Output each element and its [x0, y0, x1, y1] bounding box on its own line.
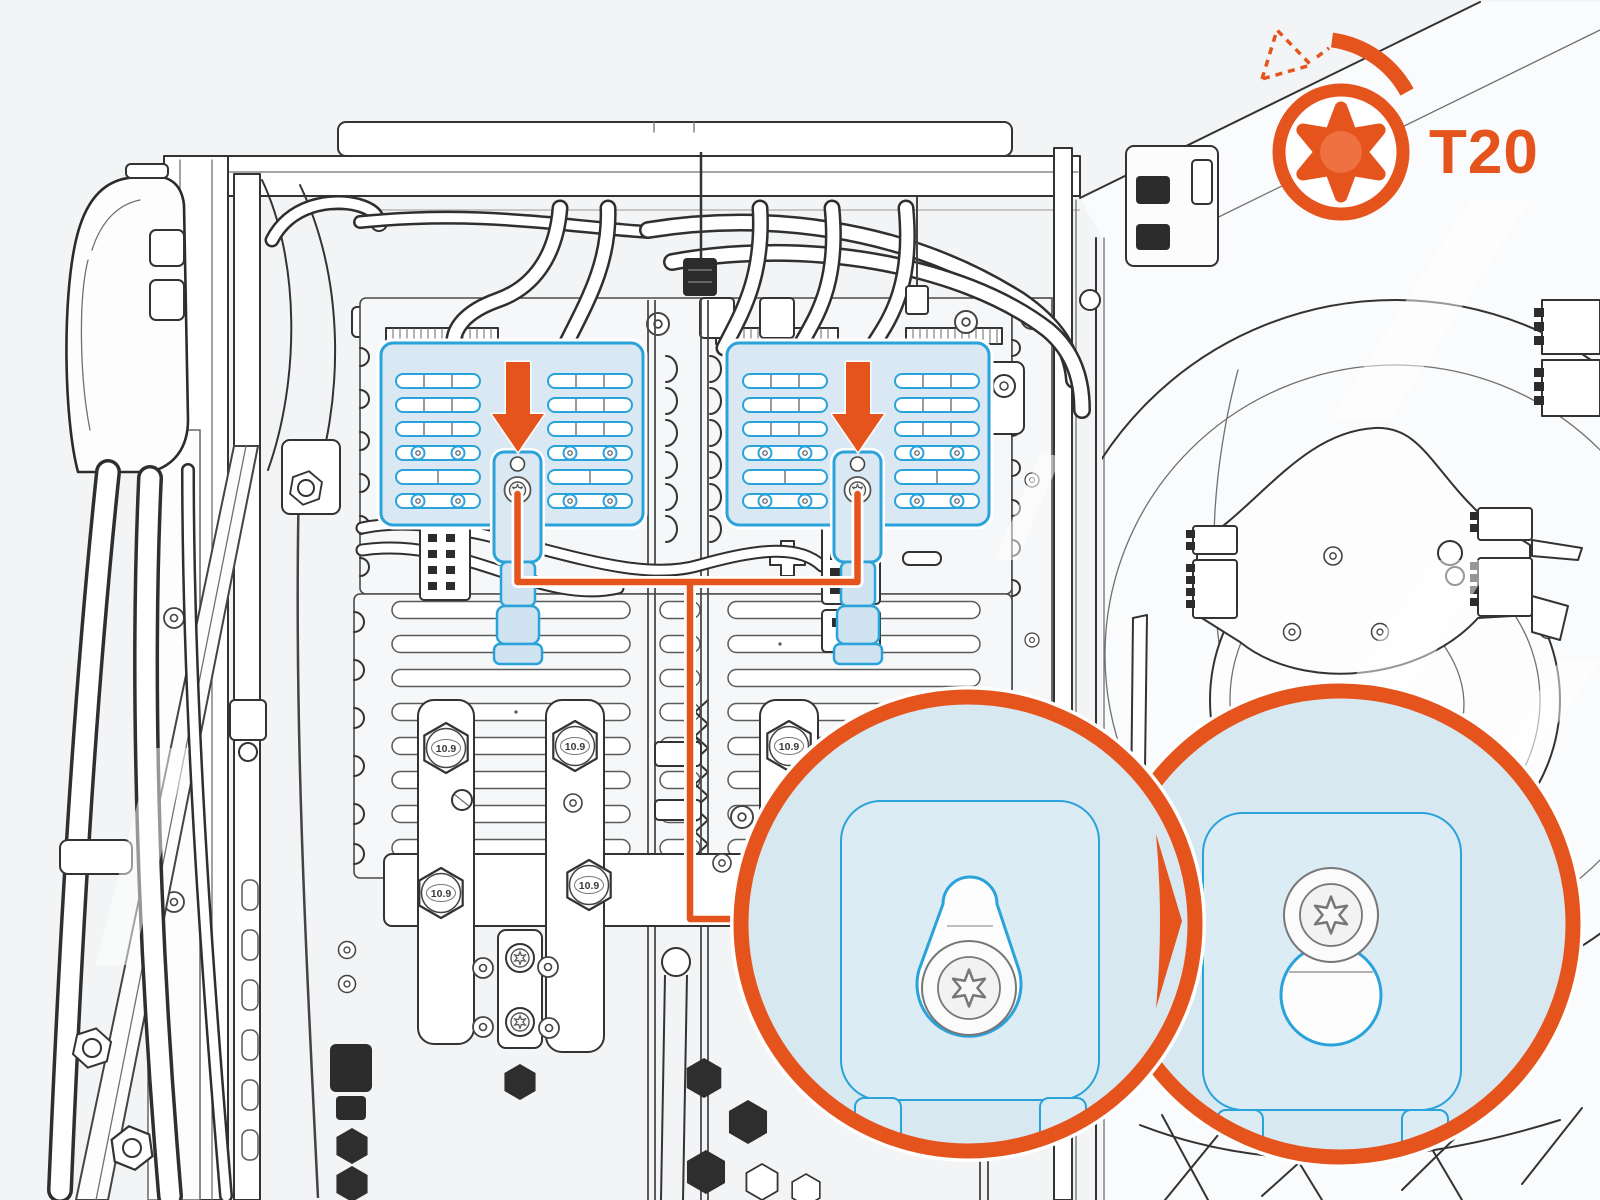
arrow-down-icon: [490, 360, 546, 454]
edge-connector: [1534, 299, 1600, 417]
rotate-counterclockwise-dashed-arrow-icon: [1260, 28, 1331, 81]
cover-vent-slots: [395, 373, 633, 509]
chevron-right-icon: [1156, 834, 1182, 1008]
torx-bracket: [983, 361, 1025, 435]
tool-size-label: T20: [1429, 118, 1539, 187]
torx-screw: [505, 1007, 535, 1037]
callout-before: [730, 686, 1206, 1162]
bolt-grade-label: 10.9: [436, 743, 457, 755]
hex-bolt-10-9: 10.9: [552, 719, 598, 773]
callout-leader-lines: [511, 488, 864, 925]
left-hoses: [47, 439, 341, 1200]
heatsink-fins-left: [359, 347, 370, 577]
reflection-streak: [95, 748, 189, 965]
bolt-grade-label: 10.9: [579, 880, 600, 892]
bottom-hardware: [330, 1044, 821, 1200]
callout-after: [1096, 680, 1584, 1168]
bolt-grade-label: 10.9: [779, 741, 800, 753]
hex-bolt-10-9: 10.9: [566, 858, 612, 912]
torx-screw: [505, 943, 535, 973]
top-beam: [169, 155, 1081, 197]
keyhole-slot-neck: [509, 456, 526, 472]
tank-cap: [125, 163, 169, 179]
fan-connectors: [1186, 507, 1583, 641]
reflection-streak: [995, 455, 1062, 560]
minus-marking: [902, 551, 942, 566]
hex-bolt-10-9: 10.9: [418, 866, 464, 920]
slot-screw-icons: [757, 445, 965, 509]
panel-hinge-bracket: [1079, 145, 1219, 311]
t20-tool-badge: T20: [1260, 28, 1539, 221]
t20-screw-locked: [1284, 868, 1378, 962]
busbar-assembly: 10.9 10.9 10.9 10.9 10.9: [383, 699, 989, 1200]
callout-ring: [733, 689, 1203, 1159]
bolt-grade-label: 10.9: [431, 888, 452, 900]
hanging-connector: [683, 258, 717, 296]
ball-end-rod: [661, 947, 691, 977]
coolant-tank: [65, 163, 190, 474]
bracket-screw-icon: [1323, 546, 1343, 566]
bolt-grade-label: 10.9: [565, 741, 586, 753]
hose-fitting: [69, 1023, 156, 1174]
torx-bit-center: [1320, 131, 1362, 173]
heatsink-fins-center: [665, 355, 722, 543]
keyhole-slot-neck: [849, 456, 866, 472]
t20-screw-seated: [922, 941, 1016, 1035]
slotted-strip: [241, 879, 259, 1161]
hex-bolt-10-9: 10.9: [423, 721, 469, 775]
cover-vent-slots: [742, 373, 980, 509]
top-plate: [337, 121, 1013, 157]
rotate-arrow-arc: [1330, 32, 1414, 96]
slot-screw-icons: [410, 445, 618, 509]
arrow-down-icon: [830, 360, 886, 454]
hex-bolt-10-9: 10.9: [766, 719, 812, 773]
